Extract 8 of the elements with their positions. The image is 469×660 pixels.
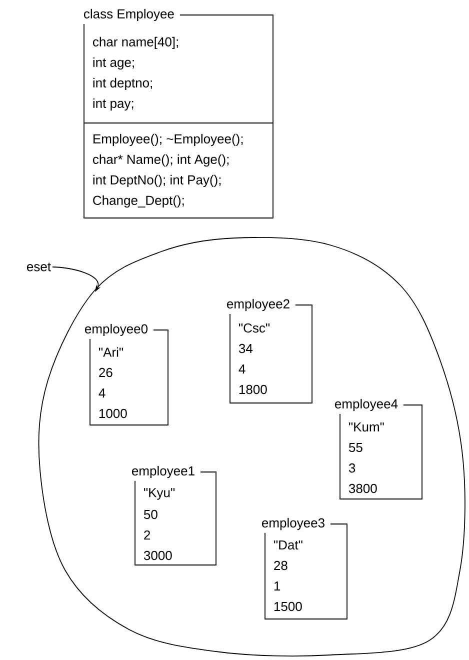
- object-box: employee2 "Csc" 34 4 1800: [227, 298, 312, 404]
- object-box: employee4 "Kum" 55 3 3800: [335, 398, 422, 500]
- set-label: eset: [27, 262, 51, 272]
- object-box: employee1 "Kyu" 50 2 3000: [132, 466, 216, 566]
- member-section: char name[40]; int age; int deptno; int pay;: [93, 36, 178, 111]
- object-box: employee3 "Dat" 28 1 1500: [262, 518, 348, 620]
- member-section: Employee(); ~Employee(); char* Name(); int Age(); int DeptNo(); int Pay(); Change_Dept();: [84, 122, 274, 208]
- object-box: employee0 "Ari" 26 4 1000: [85, 324, 168, 426]
